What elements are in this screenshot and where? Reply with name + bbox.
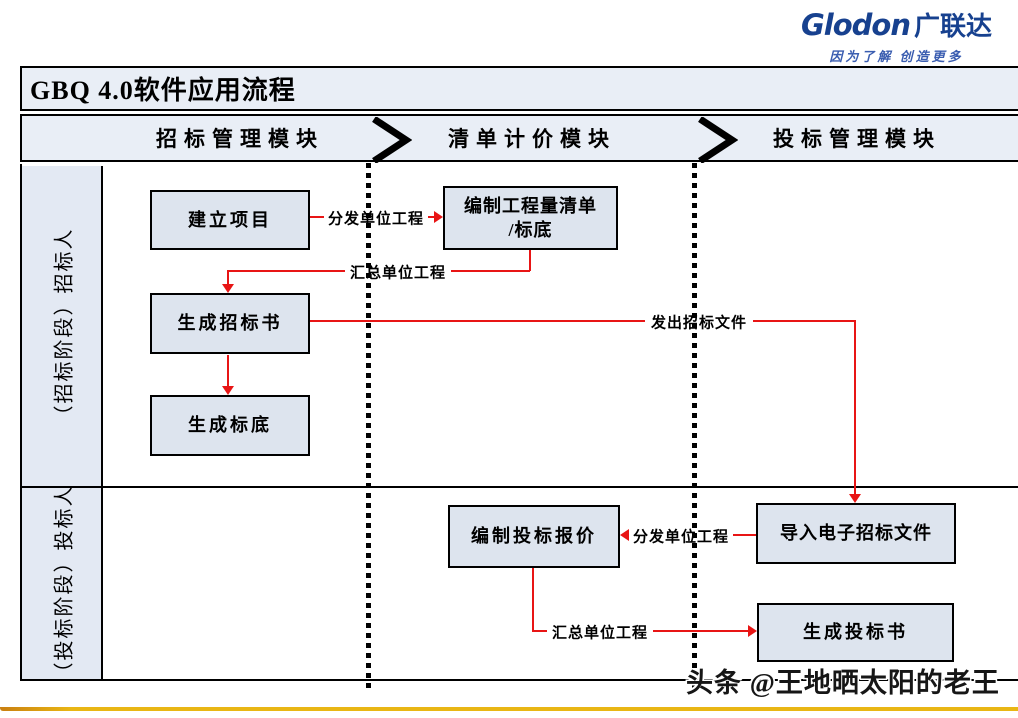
flow-box-label: 生成招标书 — [177, 313, 283, 334]
arrowhead-right-icon — [434, 211, 443, 223]
connector-label-send-documents: 发出招标文件 — [650, 315, 747, 332]
connector-line — [854, 320, 856, 495]
row-divider-line — [20, 486, 1018, 488]
connector-line — [753, 320, 856, 322]
flow-box-generate-bid-doc: 生成投标书 — [757, 603, 954, 662]
connector-line — [227, 270, 345, 272]
connector-line — [428, 216, 435, 218]
connector-line — [653, 630, 749, 632]
column-header-bidding-module: 招标管理模块 — [156, 127, 324, 151]
connector-line — [227, 355, 229, 387]
connector-label-summarize-1: 汇总单位工程 — [349, 265, 446, 282]
connector-line — [532, 568, 534, 632]
row-label-cell-bidding-stage: （招标阶段）招标人 — [22, 166, 103, 486]
column-divider-dotted-line — [692, 163, 697, 690]
flow-box-label: 编制工程量清单 /标底 — [464, 195, 597, 240]
row-label-tender-stage: （投标阶段）投标人 — [53, 484, 75, 683]
arrowhead-left-icon — [620, 529, 629, 541]
flow-box-compile-boq: 编制工程量清单 /标底 — [443, 186, 618, 250]
connector-label-distribute-2: 分发单位工程 — [632, 529, 729, 546]
connector-line — [529, 250, 531, 271]
connector-line — [310, 216, 324, 218]
diagram-title: GBQ 4.0软件应用流程 — [30, 76, 296, 105]
connector-line — [733, 534, 756, 536]
connector-label-summarize-2: 汇总单位工程 — [551, 625, 648, 642]
flow-box-label: 编制投标报价 — [471, 526, 597, 547]
flow-box-create-project: 建立项目 — [150, 190, 310, 250]
logo-brand-cn: 广联达 — [913, 12, 992, 42]
flow-box-import-etender-file: 导入电子招标文件 — [756, 503, 956, 564]
arrowhead-right-icon — [748, 625, 757, 637]
flow-box-label: 生成标底 — [188, 415, 272, 436]
column-divider-dotted-line — [366, 163, 371, 690]
logo-tagline: 因为了解 创造更多 — [829, 49, 964, 64]
flow-box-label: 导入电子招标文件 — [780, 523, 932, 544]
footer-gold-bar — [0, 707, 1018, 711]
logo-brand-en: Glodon — [800, 8, 911, 42]
column-header-tender-module: 投标管理模块 — [773, 127, 941, 151]
row-label-bidding-stage: （招标阶段）招标人 — [53, 227, 75, 425]
column-header-band: 招标管理模块 清单计价模块 投标管理模块 — [20, 114, 1018, 163]
row-label-cell-tender-stage: （投标阶段）投标人 — [22, 485, 103, 683]
flow-box-compile-bid-quote: 编制投标报价 — [448, 505, 620, 568]
flow-box-label: 建立项目 — [188, 209, 272, 230]
flow-box-label: 生成投标书 — [803, 622, 908, 643]
arrowhead-down-icon — [222, 386, 234, 395]
chevron-right-icon — [698, 117, 738, 163]
connector-line — [532, 630, 547, 632]
chevron-right-icon — [372, 117, 412, 163]
connector-line — [227, 270, 229, 285]
connector-line — [310, 320, 645, 322]
column-header-pricing-module: 清单计价模块 — [448, 127, 616, 151]
diagram-title-band: GBQ 4.0软件应用流程 — [20, 66, 1018, 111]
flow-box-generate-tender-doc: 生成招标书 — [150, 293, 310, 354]
connector-line — [451, 270, 530, 272]
arrowhead-down-icon — [222, 284, 234, 293]
arrowhead-down-icon — [849, 494, 861, 503]
flow-box-generate-base-price: 生成标底 — [150, 395, 310, 456]
connector-label-distribute-1: 分发单位工程 — [327, 211, 424, 228]
watermark-text: 头条 @王地晒太阳的老王 — [686, 668, 1000, 698]
